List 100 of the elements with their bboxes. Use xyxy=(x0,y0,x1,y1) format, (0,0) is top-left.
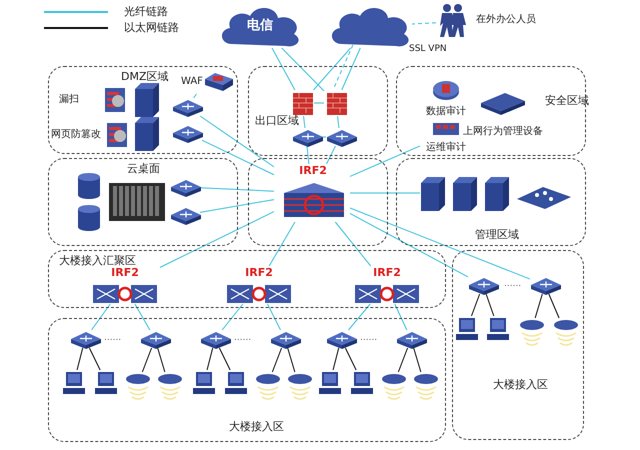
zone-label: DMZ区域 xyxy=(121,71,168,82)
switch-icon xyxy=(531,277,561,295)
access-point-icon xyxy=(255,373,281,401)
platform-icon xyxy=(517,185,571,211)
computer-icon xyxy=(319,371,343,395)
zone-label: 云桌面 xyxy=(127,163,160,174)
link-line xyxy=(142,348,152,372)
link-line xyxy=(268,222,296,266)
link-line xyxy=(134,304,150,330)
switch-icon xyxy=(71,331,101,349)
link-line xyxy=(350,145,420,177)
zone-label: 大楼接入区 xyxy=(229,421,284,432)
link-line xyxy=(272,348,282,372)
zone-box xyxy=(48,66,238,154)
device-label: 网页防篡改 xyxy=(51,130,101,140)
switch-icon xyxy=(173,99,203,117)
link-line xyxy=(218,348,231,370)
cloud-label: 电信 xyxy=(247,17,273,36)
switch-icon xyxy=(327,129,355,147)
zone-label: 大楼接入汇聚区 xyxy=(59,255,136,266)
link-line xyxy=(160,211,274,268)
zone-label: 管理区域 xyxy=(475,229,519,240)
device-label: 运维审计 xyxy=(426,143,466,153)
link-line xyxy=(394,304,408,330)
switch-icon xyxy=(171,179,201,197)
zone-box xyxy=(452,250,584,440)
computer-icon xyxy=(63,371,87,395)
device-label: 漏扫 xyxy=(59,95,79,105)
zone-box xyxy=(48,250,446,308)
link-line xyxy=(206,348,214,370)
device-label: 上网行为管理设备 xyxy=(463,127,543,137)
switch-icon xyxy=(327,331,357,349)
link-line xyxy=(88,348,101,370)
computer-icon xyxy=(225,371,249,395)
device-label: IRF2 xyxy=(299,165,327,176)
access-point-icon xyxy=(381,373,407,401)
link-line xyxy=(470,294,480,316)
access-point-icon xyxy=(413,373,439,401)
link-line xyxy=(344,348,357,370)
switch-icon xyxy=(141,331,171,349)
access-point-icon xyxy=(157,373,183,401)
device-label: 在外办公人员 xyxy=(476,15,536,25)
computer-icon xyxy=(95,371,119,395)
link-line xyxy=(312,48,352,90)
zone-label: 大楼接入区 xyxy=(493,379,548,390)
link-line xyxy=(76,348,84,370)
storage-icon xyxy=(77,205,101,231)
link-line xyxy=(350,208,530,280)
firewall-icon xyxy=(291,91,315,117)
firewall-icon xyxy=(325,91,349,117)
device-label: IRF2 xyxy=(373,267,401,278)
link-line xyxy=(281,48,324,92)
switch-icon xyxy=(171,207,201,225)
dashed-link-line xyxy=(334,44,354,88)
link-line xyxy=(306,146,310,164)
link-line xyxy=(202,140,274,176)
ellipsis-label: ...... xyxy=(360,334,378,343)
link-line xyxy=(486,294,494,316)
link-line xyxy=(272,48,296,90)
link-line xyxy=(267,304,281,330)
link-line xyxy=(350,192,420,194)
computer-icon xyxy=(456,317,480,341)
zone-label: 安全区域 xyxy=(545,95,589,106)
edge-label: SSL VPN xyxy=(408,45,448,54)
device-label: WAF xyxy=(181,77,203,87)
computer-icon xyxy=(487,317,511,341)
ellipsis-label: ...... xyxy=(504,280,522,289)
device-label: IRF2 xyxy=(245,267,273,278)
ellipsis-label: ...... xyxy=(104,334,122,343)
zone-box xyxy=(48,318,446,442)
dashed-link-line xyxy=(412,22,436,24)
link-line xyxy=(534,294,543,318)
link-line xyxy=(548,294,560,318)
link-line xyxy=(413,348,422,372)
zone-box xyxy=(248,158,388,246)
link-line xyxy=(398,348,408,372)
device-label: 数据审计 xyxy=(426,107,466,117)
zone-box xyxy=(396,158,586,246)
switch-icon xyxy=(173,125,203,143)
link-line xyxy=(303,116,306,128)
legend-label: 光纤链路 xyxy=(124,4,168,20)
link-line xyxy=(193,94,197,98)
switch-icon xyxy=(201,331,231,349)
link-line xyxy=(287,348,296,372)
access-point-icon xyxy=(553,319,579,347)
link-line xyxy=(332,348,340,370)
legend-label: 以太网链路 xyxy=(124,20,179,36)
access-point-icon xyxy=(519,319,545,347)
switch-icon xyxy=(397,331,427,349)
blade-server-icon xyxy=(109,183,165,221)
zone-label: 出口区域 xyxy=(255,115,299,126)
computer-icon xyxy=(351,371,375,395)
server-icon xyxy=(485,177,509,211)
switch-icon xyxy=(271,331,301,349)
link-line xyxy=(350,212,468,278)
switch-icon xyxy=(469,277,499,295)
link-line xyxy=(200,199,274,213)
device-label: IRF2 xyxy=(111,267,139,278)
zone-box xyxy=(48,158,238,246)
storage-icon xyxy=(77,173,101,199)
